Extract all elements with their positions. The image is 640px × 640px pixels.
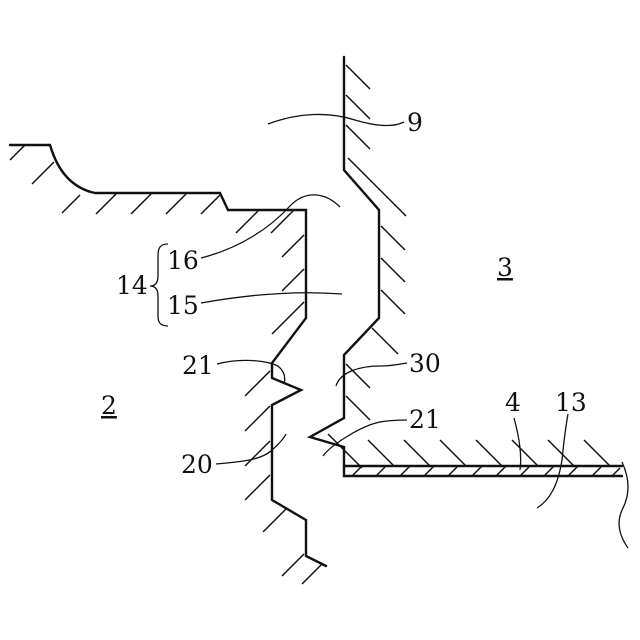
- label-4: 4: [505, 388, 521, 417]
- leader-30: [336, 363, 407, 386]
- leader-21-upper: [217, 360, 285, 384]
- layer-4-strip: [344, 466, 622, 476]
- label-14: 14: [116, 271, 148, 300]
- label-30: 30: [409, 349, 441, 378]
- label-15: 15: [167, 291, 199, 320]
- label-region-2: 2: [101, 391, 117, 420]
- label-20: 20: [181, 450, 213, 479]
- leader-13: [537, 414, 568, 508]
- brace-14: [150, 244, 168, 326]
- label-16: 16: [167, 246, 199, 275]
- leader-9: [268, 114, 404, 125]
- label-21-upper: 21: [182, 351, 214, 380]
- label-region-3: 3: [497, 253, 513, 282]
- leader-16: [201, 195, 340, 258]
- leader-15: [201, 293, 342, 303]
- label-9: 9: [407, 108, 423, 137]
- left-body-outline: [10, 145, 326, 566]
- leader-20: [216, 434, 286, 464]
- label-13: 13: [555, 388, 587, 417]
- label-21-lower: 21: [409, 405, 441, 434]
- leader-21-lower: [323, 420, 407, 456]
